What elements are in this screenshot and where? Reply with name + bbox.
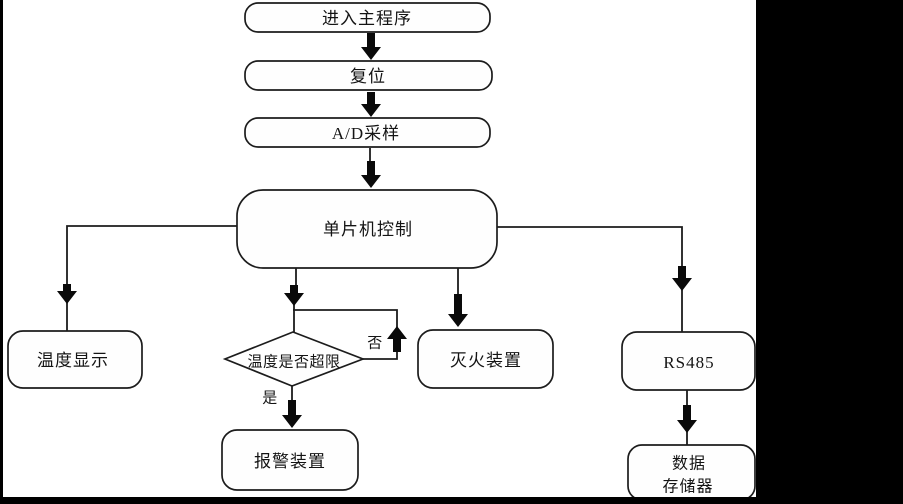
arrow-to-extinguisher — [448, 294, 468, 327]
node-reset: 复位 — [244, 60, 493, 91]
edge-mcu-to-rs485 — [497, 226, 683, 332]
node-data-storage-label-line2: 存储器 — [662, 478, 713, 496]
node-ad-sampling-shape — [244, 117, 491, 148]
node-reset-shape — [244, 60, 493, 91]
node-reset-label: 复位 — [350, 67, 386, 86]
node-fire-extinguisher: 灭火装置 — [417, 329, 554, 389]
node-mcu-control-shape — [236, 189, 498, 269]
node-start: 进入主程序 — [244, 2, 491, 33]
branch-label-no: 否 — [367, 335, 383, 351]
arrow-no-loop-up — [387, 326, 407, 352]
arrow-to-temperature-display — [57, 284, 77, 304]
node-start-label: 进入主程序 — [322, 9, 412, 28]
arrow-to-alarm — [282, 400, 302, 428]
node-temperature-display-label: 温度显示 — [37, 351, 109, 370]
letterbox-bottom-strip — [0, 497, 903, 504]
node-temperature-limit-check-shape — [222, 331, 366, 387]
node-ad-sampling: A/D采样 — [244, 117, 491, 148]
arrow-to-storage — [677, 405, 697, 433]
edge-mcu-to-limit-check — [293, 268, 297, 332]
arrow-sampling-to-mcu — [361, 161, 381, 188]
node-fire-extinguisher-shape — [417, 329, 554, 389]
arrow-to-limit-check — [284, 285, 304, 306]
node-alarm-device: 报警装置 — [221, 429, 359, 491]
node-rs485: RS485 — [621, 331, 756, 391]
node-temperature-display-shape — [7, 330, 143, 389]
node-temperature-display: 温度显示 — [7, 330, 143, 389]
node-mcu-control-label: 单片机控制 — [323, 220, 413, 239]
node-alarm-device-label: 报警装置 — [254, 452, 326, 471]
arrow-reset-to-sampling — [361, 92, 381, 117]
node-mcu-control: 单片机控制 — [236, 189, 498, 269]
edge-mcu-to-temperature-display — [66, 225, 237, 331]
node-fire-extinguisher-label: 灭火装置 — [450, 351, 522, 370]
node-temperature-limit-check-label: 温度是否超限 — [247, 353, 340, 370]
node-ad-sampling-label: A/D采样 — [332, 124, 400, 143]
node-data-storage: 数据 存储器 — [627, 444, 756, 501]
arrow-to-rs485 — [672, 266, 692, 291]
node-alarm-device-shape — [221, 429, 359, 491]
node-rs485-shape — [621, 331, 756, 391]
branch-label-yes: 是 — [262, 390, 278, 406]
node-start-shape — [244, 2, 491, 33]
node-data-storage-label-line1: 数据 — [672, 455, 706, 473]
arrow-start-to-reset — [361, 33, 381, 60]
node-temperature-limit-check: 温度是否超限 — [222, 331, 366, 387]
node-rs485-label: RS485 — [663, 353, 714, 372]
